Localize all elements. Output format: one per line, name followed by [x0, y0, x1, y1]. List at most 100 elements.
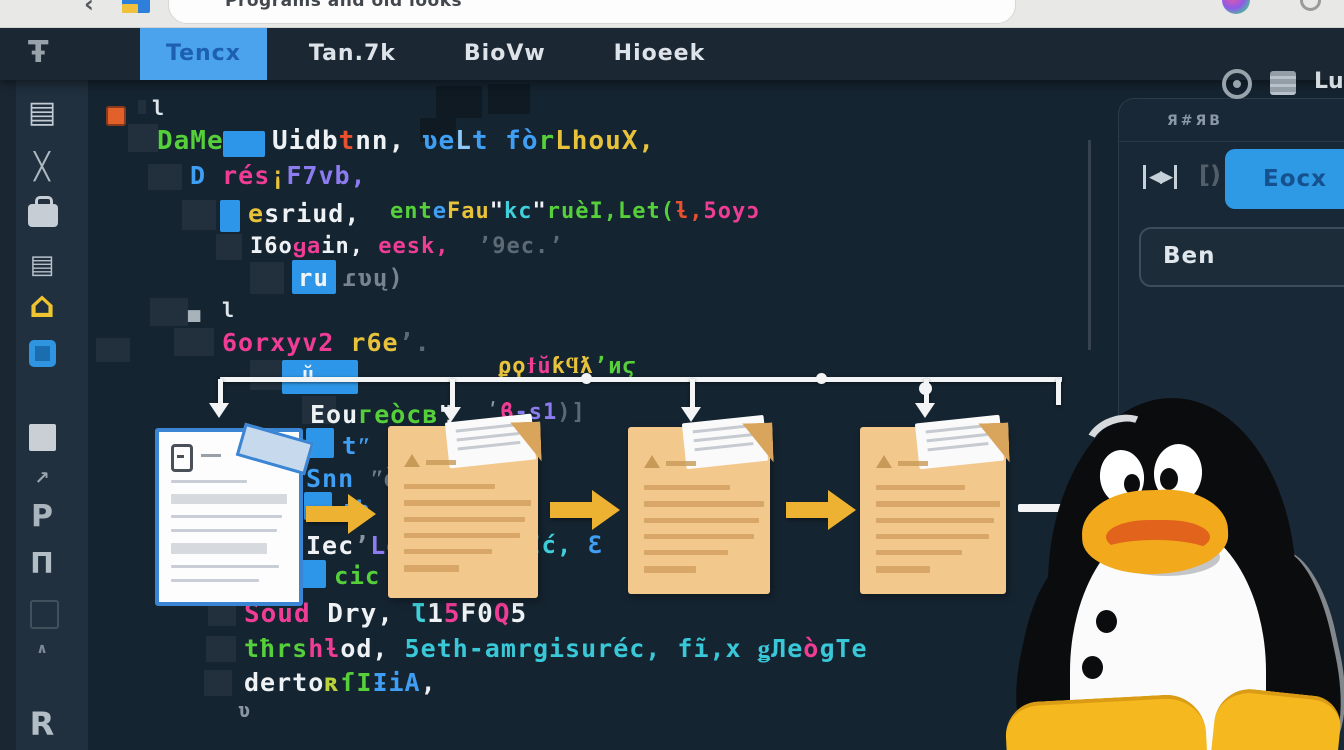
code-token: derto	[244, 668, 325, 697]
code-token: Q	[493, 599, 511, 629]
doc-text-stripe	[644, 485, 731, 490]
doc-label-dash	[201, 454, 221, 457]
doc-text-line	[171, 579, 260, 582]
code-line: enteFau"kc"ruèI,Let(ƚ,5oyɔ	[390, 201, 760, 223]
connector-arrowhead	[915, 403, 935, 418]
bowtie-icon[interactable]: ◀▶	[1143, 165, 1178, 189]
code-token: ruèI,Let(	[546, 199, 675, 224]
code-token: D	[190, 161, 207, 190]
square-icon[interactable]	[29, 424, 56, 451]
code-token: 6orxyv2	[222, 328, 335, 357]
paper-line	[927, 433, 988, 443]
paper-peek	[444, 413, 537, 469]
code-line: ϼϙϯŭƙϥƛʼͷϛ	[498, 356, 637, 378]
doc-text-line	[171, 494, 287, 504]
editor-scrollbar[interactable]	[1088, 140, 1091, 350]
code-token: ʼ	[354, 531, 371, 560]
gear-icon[interactable]	[1222, 69, 1252, 99]
code-token: sriud,	[264, 199, 361, 228]
connector-vline	[218, 379, 223, 405]
grid-icon[interactable]	[1270, 71, 1296, 95]
code-token: Fau	[447, 199, 490, 224]
tab-hioeek[interactable]: Hioeek	[613, 41, 706, 66]
code-token: e	[248, 199, 265, 228]
folded-corner	[235, 422, 315, 476]
doc-text-stripe	[644, 550, 728, 555]
ghost-block	[182, 200, 216, 230]
penguin-lower-lip	[1096, 540, 1214, 570]
tab-biovw[interactable]: BioVw	[463, 41, 546, 66]
menu-icon[interactable]: Ŧ	[28, 35, 49, 70]
code-token: e	[432, 199, 447, 224]
paper-peek	[915, 414, 1005, 470]
home-icon[interactable]: ⌂	[29, 285, 55, 326]
document-icon-tan	[860, 414, 1006, 594]
box-icon[interactable]	[30, 600, 59, 629]
code-token: tʺ	[342, 432, 371, 460]
doc-text-stripe	[876, 550, 962, 555]
paper-line	[457, 440, 521, 451]
bracket-icon[interactable]: [)	[1199, 161, 1221, 189]
connector-hline	[220, 377, 1062, 382]
code-token: )]	[557, 400, 586, 425]
code-token: ʀ	[324, 668, 341, 697]
doc-text-line	[171, 529, 277, 532]
primary-button[interactable]: Eocx	[1225, 149, 1344, 209]
tools-icon[interactable]: ╳	[34, 152, 50, 182]
code-token: ϼϙ	[498, 354, 527, 379]
code-line: DaMe	[157, 128, 224, 154]
code-token: 5	[510, 599, 528, 629]
ghost-block	[128, 124, 158, 152]
avatar[interactable]	[1222, 0, 1250, 14]
flow-arrow-icon	[786, 490, 856, 530]
card-icon[interactable]: ▤	[27, 95, 57, 130]
penguin-left-pupil	[1124, 474, 1140, 494]
ghost-block	[150, 298, 188, 326]
caret-icon[interactable]: ∧	[36, 641, 48, 657]
code-line: l	[152, 98, 165, 118]
panel-header: Я#ЯВ	[1167, 113, 1223, 129]
doc-text-line	[171, 543, 267, 554]
code-token: ʼ.	[398, 328, 431, 357]
input-field[interactable]: Ben —	[1139, 227, 1344, 287]
code-token: Dry,	[310, 599, 394, 629]
input-value: Ben	[1163, 243, 1216, 269]
code-token: ყa	[292, 234, 322, 259]
connector-arrowhead	[681, 407, 701, 422]
code-token: Snn	[306, 464, 355, 493]
bag-icon[interactable]	[28, 196, 58, 227]
r-icon[interactable]: R	[29, 705, 55, 743]
back-icon[interactable]: ‹	[84, 0, 94, 18]
tab-tencx[interactable]: Tencx	[140, 27, 267, 80]
doc-text-line	[171, 480, 247, 483]
tab-tan.7k[interactable]: Tan.7k	[308, 41, 396, 66]
paper-line	[692, 424, 752, 434]
doc-label-dash	[426, 460, 456, 465]
ghost-block	[302, 396, 336, 424]
code-token: гeòcв	[358, 400, 439, 429]
code-token: ϯŭ	[526, 354, 552, 379]
paper-line	[693, 433, 753, 443]
code-token: Ɩ	[393, 599, 428, 629]
code-line: tħrshƚod, 5eth-amrgisuréc, fĩ,x ǥЛеòɡTe	[244, 636, 868, 661]
code-line: cic	[334, 564, 380, 588]
address-bar[interactable]: Programs and old looks	[168, 0, 1016, 24]
arrow-icon[interactable]: ↗	[34, 468, 50, 489]
p-icon[interactable]: P	[31, 499, 53, 534]
code-token: ▄	[188, 298, 202, 322]
paper-line	[927, 441, 989, 452]
code-line: Eouгeòcв"	[310, 402, 454, 427]
penguin-left-foot	[1004, 692, 1208, 750]
pi-icon[interactable]: Π	[30, 547, 54, 580]
code-token: F7vb,	[286, 161, 367, 190]
folder-icon	[122, 0, 150, 13]
search-icon[interactable]	[1300, 0, 1321, 11]
code-token: iA	[388, 668, 421, 697]
note-icon[interactable]: ▤	[29, 250, 55, 280]
connector-node	[581, 373, 592, 384]
code-token: in,	[321, 234, 364, 259]
connector-vline	[1056, 379, 1061, 405]
paper-line	[456, 431, 520, 442]
app-icon[interactable]	[29, 340, 56, 367]
code-line: dertoʀſIƗiA,	[244, 670, 437, 695]
